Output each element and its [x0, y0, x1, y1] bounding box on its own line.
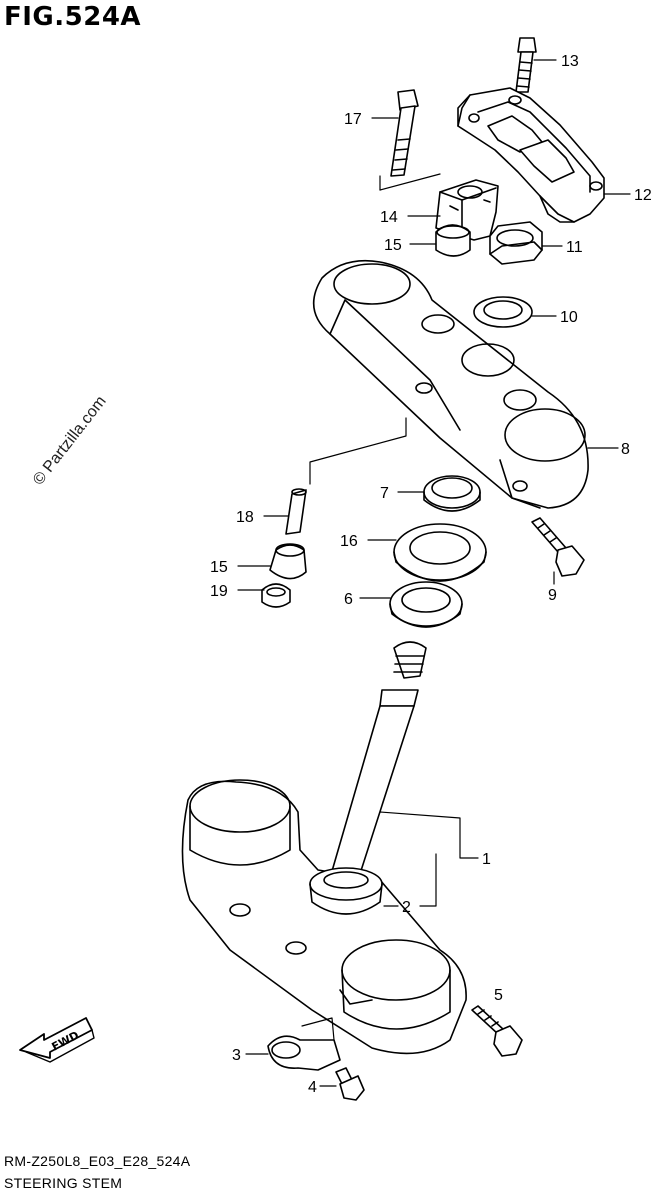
part-11-stem-nut	[489, 221, 543, 265]
part-5-bolt	[471, 1005, 523, 1057]
figure-title: FIG.524A	[4, 2, 142, 32]
callout-leaders	[237, 59, 631, 1087]
callout-6: 6	[344, 591, 353, 608]
callout-7: 7	[380, 485, 389, 502]
callout-16: 16	[340, 533, 358, 550]
callout-1: 1	[482, 851, 491, 868]
callout-17: 17	[344, 111, 362, 128]
part-6-bearing	[389, 581, 463, 628]
figure-code: RM-Z250L8_E03_E28_524A	[4, 1153, 191, 1169]
part-13-bolt	[515, 37, 537, 93]
part-19-collar	[261, 583, 291, 608]
callout-labels: 13 17 12 14 15 11 10 8 7 18 16 15 9 19 6…	[210, 53, 652, 1096]
callout-12: 12	[634, 187, 652, 204]
callout-8: 8	[621, 441, 630, 458]
part-9-bolt	[531, 517, 585, 577]
leader-17-14	[379, 173, 441, 191]
part-12-handlebar-clamp	[457, 87, 605, 223]
callout-10: 10	[560, 309, 578, 326]
part-18-spacer	[285, 488, 307, 535]
part-15-cap-upper	[435, 224, 471, 257]
callout-14: 14	[380, 209, 398, 226]
callout-4: 4	[308, 1079, 317, 1096]
part-7-ring	[423, 475, 481, 512]
part-1-lower-bracket	[181, 779, 467, 1055]
part-1-stem-shaft	[329, 641, 427, 881]
callout-18: 18	[236, 509, 254, 526]
figure-name: STEERING STEM	[4, 1175, 123, 1191]
part-15-cap-lower	[269, 543, 307, 580]
part-4-bolt	[335, 1067, 365, 1101]
part-16-dust-seal	[393, 523, 487, 582]
part-8-upper-bracket	[312, 259, 589, 509]
callout-19: 19	[210, 583, 228, 600]
callout-13: 13	[561, 53, 579, 70]
fwd-arrow-badge: FWD	[19, 1017, 95, 1063]
leader-8-18	[309, 417, 407, 485]
callout-9: 9	[548, 587, 557, 604]
part-10-washer	[473, 296, 533, 328]
callout-11: 11	[566, 239, 583, 256]
callout-15-upper: 15	[384, 237, 402, 254]
callout-15-lower: 15	[210, 559, 228, 576]
callout-2: 2	[402, 899, 411, 916]
callout-3: 3	[232, 1047, 241, 1064]
callout-5: 5	[494, 987, 503, 1004]
part-17-bolt	[390, 89, 419, 177]
part-3-clamp	[267, 1017, 341, 1071]
